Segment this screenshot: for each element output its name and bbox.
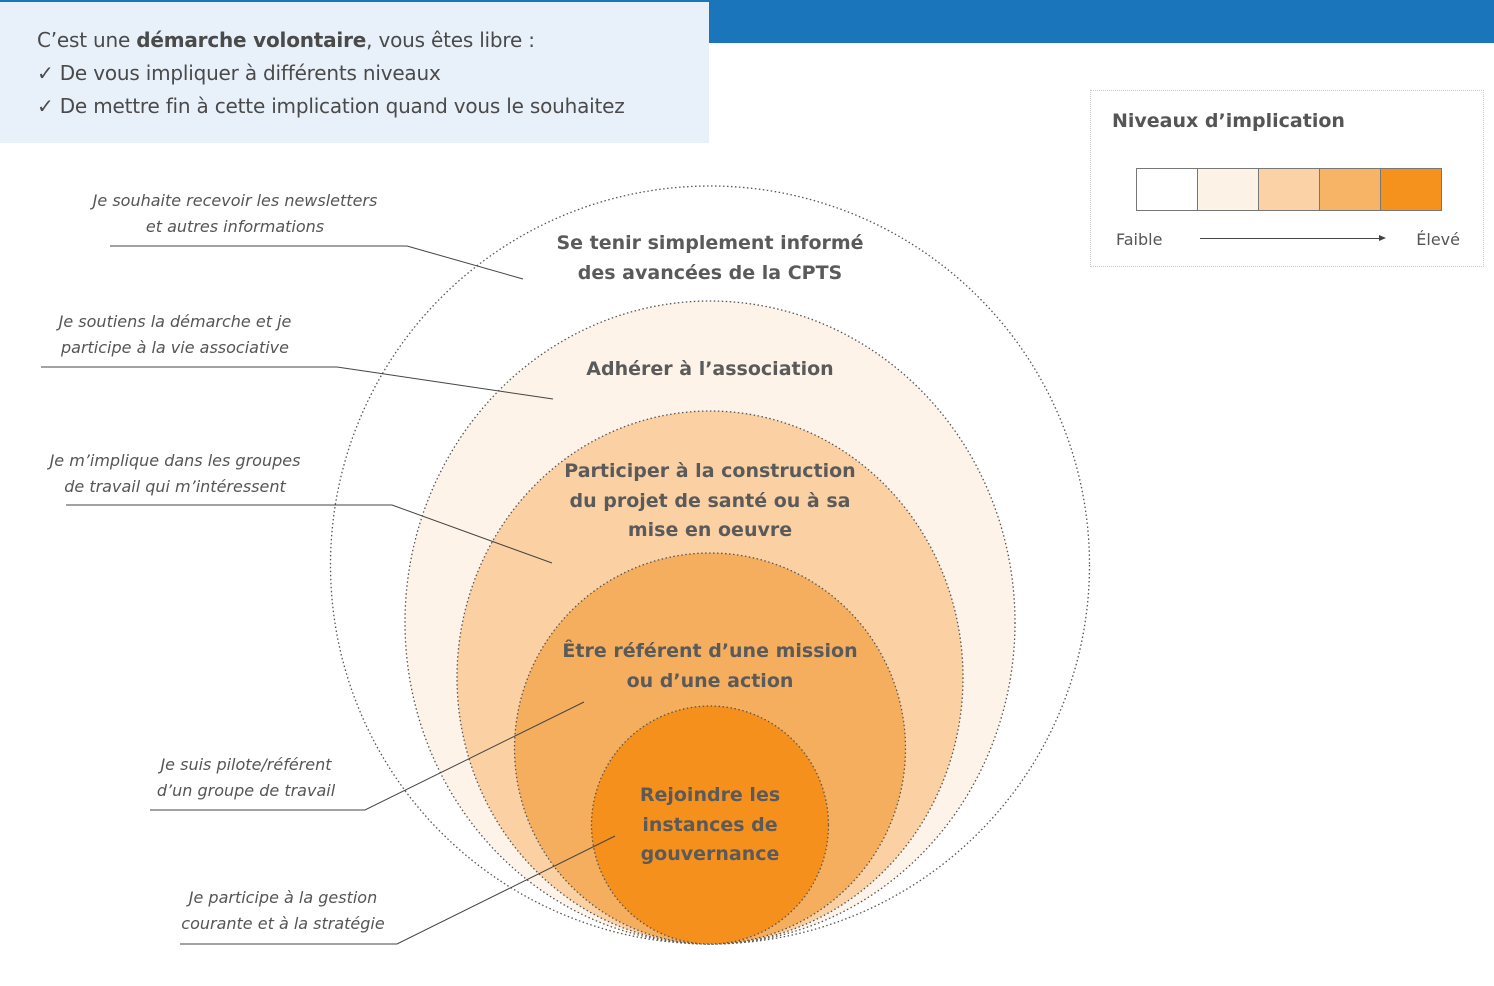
bullet-text: De vous impliquer à différents niveaux	[59, 61, 441, 85]
legend-swatch	[1198, 169, 1259, 210]
callout-label: Je m’implique dans les groupes de travail…	[50, 448, 301, 500]
legend-swatch	[1259, 169, 1320, 210]
callout-line	[66, 504, 553, 564]
bullet-text: De mettre fin à cette implication quand …	[59, 94, 625, 118]
check-icon: ✓	[37, 61, 54, 85]
callout-label: Je souhaite recevoir les newsletters et a…	[93, 188, 378, 240]
legend-swatch	[1320, 169, 1381, 210]
level-title-adherer: Adhérer à l’association	[460, 355, 960, 385]
level-title-referent: Être référent d’une mission ou d’une acti…	[460, 637, 960, 696]
callout-text: participe à la vie associative	[60, 338, 289, 357]
callout-line	[110, 245, 524, 280]
intro-bullet: ✓ De vous impliquer à différents niveaux	[37, 61, 441, 85]
callout-line	[150, 701, 585, 811]
legend-swatch	[1137, 169, 1198, 210]
level-text: Rejoindre les	[639, 784, 781, 806]
level-text: Adhérer à l’association	[586, 358, 834, 380]
callout-label: Je participe à la gestion courante et à l…	[181, 885, 384, 937]
legend: Niveaux d’implication Faible Élevé	[1090, 90, 1484, 267]
callout-text: de travail qui m’intéressent	[64, 477, 286, 496]
level-text: instances de	[642, 813, 778, 836]
callout-text: Je suis pilote/référent	[160, 755, 332, 774]
legend-scale	[1136, 168, 1442, 211]
callout-text: Je soutiens la démarche et je	[58, 312, 292, 331]
intro-line: C’est une démarche volontaire, vous êtes…	[37, 28, 535, 52]
callout-text: Je souhaite recevoir les newsletters	[92, 191, 378, 210]
callout-text: et autres informations	[145, 217, 325, 236]
legend-high-label: Élevé	[1416, 230, 1460, 249]
callout-text: d’un groupe de travail	[156, 781, 336, 800]
callout-label: Je suis pilote/référent d’un groupe de tr…	[157, 752, 335, 804]
legend-swatch	[1381, 169, 1441, 210]
intro-text: , vous êtes libre :	[366, 28, 535, 52]
callout-text: courante et à la stratégie	[181, 914, 385, 933]
level-text: ou d’une action	[626, 669, 794, 692]
check-icon: ✓	[37, 94, 54, 118]
level-text: des avancées de la CPTS	[577, 261, 843, 284]
callout-text: Je m’implique dans les groupes	[49, 451, 301, 470]
intro-bold-text: démarche volontaire	[136, 28, 367, 52]
level-title-gouvernance: Rejoindre les instances de gouvernance	[460, 781, 960, 870]
top-blue-bar	[709, 0, 1494, 43]
level-text: Être référent d’une mission	[562, 640, 858, 662]
level-circle	[590, 705, 830, 945]
level-text: gouvernance	[640, 843, 780, 865]
arrow-right-icon	[1200, 235, 1386, 241]
level-text: Participer à la construction	[564, 460, 856, 482]
intro-bullet: ✓ De mettre fin à cette implication quan…	[37, 94, 625, 118]
callout-line	[41, 366, 554, 400]
intro-box: C’est une démarche volontaire, vous êtes…	[0, 0, 709, 143]
level-title-participer: Participer à la construction du projet de…	[460, 457, 960, 546]
level-text: du projet de santé ou à sa	[569, 489, 851, 512]
intro-text: C’est une	[37, 28, 137, 52]
legend-title: Niveaux d’implication	[1112, 110, 1345, 132]
legend-low-label: Faible	[1116, 230, 1163, 249]
callout-text: Je participe à la gestion	[188, 888, 378, 907]
callout-line	[180, 835, 616, 945]
level-text: mise en oeuvre	[627, 519, 793, 541]
level-title-informe: Se tenir simplement informé des avancées …	[460, 229, 960, 288]
level-text: Se tenir simplement informé	[556, 232, 864, 254]
callout-label: Je soutiens la démarche et je participe à…	[59, 309, 292, 361]
